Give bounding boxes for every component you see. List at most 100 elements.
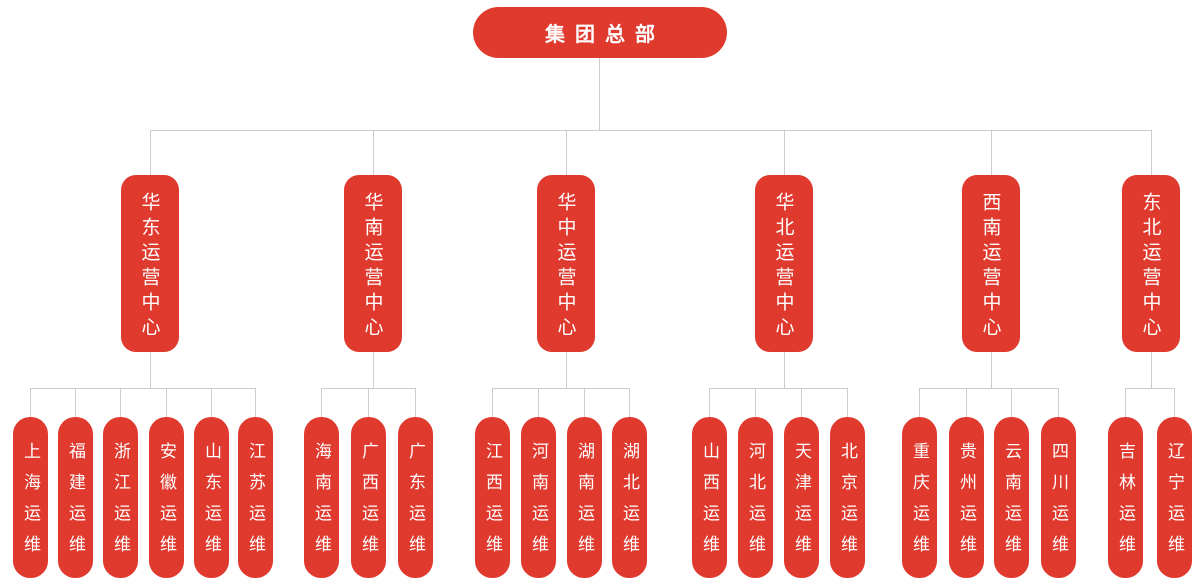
- region-branch: 华东运营中心: [121, 130, 179, 388]
- province-branch: 四川运维: [1041, 388, 1076, 578]
- province-branch: 湖北运维: [612, 388, 647, 578]
- province-node[interactable]: 河北运维: [738, 417, 773, 578]
- province-branch: 江苏运维: [238, 388, 273, 578]
- province-node[interactable]: 上海运维: [13, 417, 48, 578]
- connector-drop: [166, 388, 167, 417]
- region-branch: 华北运营中心: [755, 130, 813, 388]
- province-node[interactable]: 辽宁运维: [1157, 417, 1192, 578]
- province-branch: 吉林运维: [1108, 388, 1143, 578]
- connector-drop: [847, 388, 848, 417]
- connector-drop: [709, 388, 710, 417]
- province-node[interactable]: 福建运维: [58, 417, 93, 578]
- province-node[interactable]: 安徽运维: [149, 417, 184, 578]
- province-node[interactable]: 海南运维: [304, 417, 339, 578]
- province-branch: 浙江运维: [103, 388, 138, 578]
- province-branch: 海南运维: [304, 388, 339, 578]
- region-node[interactable]: 东北运营中心: [1122, 175, 1180, 352]
- connector-drop: [120, 388, 121, 417]
- connector-drop: [1011, 388, 1012, 417]
- connector-group-rail: [30, 388, 256, 389]
- province-branch: 云南运维: [994, 388, 1029, 578]
- province-branch: 河南运维: [521, 388, 556, 578]
- province-branch: 重庆运维: [902, 388, 937, 578]
- connector-group-rail: [492, 388, 630, 389]
- province-branch: 山西运维: [692, 388, 727, 578]
- connector-group-rail: [919, 388, 1059, 389]
- province-branch: 福建运维: [58, 388, 93, 578]
- region-branch: 华南运营中心: [344, 130, 402, 388]
- connector-drop: [1174, 388, 1175, 417]
- connector-drop: [565, 130, 567, 175]
- province-branch: 安徽运维: [149, 388, 184, 578]
- connector-stem: [783, 352, 785, 388]
- connector-drop: [755, 388, 756, 417]
- province-branch: 山东运维: [194, 388, 229, 578]
- province-node[interactable]: 江西运维: [475, 417, 510, 578]
- connector-stem: [1150, 352, 1152, 388]
- connector-drop: [990, 130, 992, 175]
- province-node[interactable]: 贵州运维: [949, 417, 984, 578]
- connector-drop: [149, 130, 151, 175]
- connector-drop: [966, 388, 967, 417]
- province-node[interactable]: 云南运维: [994, 417, 1029, 578]
- province-node[interactable]: 天津运维: [784, 417, 819, 578]
- connector-root-stem: [599, 58, 600, 130]
- connector-stem: [990, 352, 992, 388]
- region-node[interactable]: 华南运营中心: [344, 175, 402, 352]
- connector-drop: [801, 388, 802, 417]
- province-node[interactable]: 广西运维: [351, 417, 386, 578]
- connector-drop: [415, 388, 416, 417]
- connector-drop: [255, 388, 256, 417]
- province-node[interactable]: 山西运维: [692, 417, 727, 578]
- connector-top-rail: [150, 130, 1151, 131]
- province-branch: 北京运维: [830, 388, 865, 578]
- region-branch: 西南运营中心: [962, 130, 1020, 388]
- province-node[interactable]: 北京运维: [830, 417, 865, 578]
- province-branch: 广东运维: [398, 388, 433, 578]
- connector-drop: [211, 388, 212, 417]
- connector-drop: [783, 130, 785, 175]
- connector-drop: [1150, 130, 1152, 175]
- province-node[interactable]: 广东运维: [398, 417, 433, 578]
- connector-drop: [1058, 388, 1059, 417]
- province-node[interactable]: 湖南运维: [567, 417, 602, 578]
- connector-stem: [149, 352, 151, 388]
- province-node[interactable]: 浙江运维: [103, 417, 138, 578]
- province-branch: 广西运维: [351, 388, 386, 578]
- province-branch: 江西运维: [475, 388, 510, 578]
- province-branch: 辽宁运维: [1157, 388, 1192, 578]
- province-branch: 天津运维: [784, 388, 819, 578]
- root-node[interactable]: 集团总部: [473, 7, 727, 58]
- region-node[interactable]: 西南运营中心: [962, 175, 1020, 352]
- connector-drop: [919, 388, 920, 417]
- province-node[interactable]: 四川运维: [1041, 417, 1076, 578]
- province-node[interactable]: 重庆运维: [902, 417, 937, 578]
- province-branch: 上海运维: [13, 388, 48, 578]
- connector-drop: [1125, 388, 1126, 417]
- connector-drop: [368, 388, 369, 417]
- connector-drop: [372, 130, 374, 175]
- province-node[interactable]: 吉林运维: [1108, 417, 1143, 578]
- connector-drop: [75, 388, 76, 417]
- province-branch: 湖南运维: [567, 388, 602, 578]
- province-node[interactable]: 河南运维: [521, 417, 556, 578]
- province-branch: 河北运维: [738, 388, 773, 578]
- connector-drop: [629, 388, 630, 417]
- region-node[interactable]: 华中运营中心: [537, 175, 595, 352]
- connector-stem: [372, 352, 374, 388]
- province-node[interactable]: 江苏运维: [238, 417, 273, 578]
- connector-group-rail: [709, 388, 848, 389]
- region-branch: 东北运营中心: [1122, 130, 1180, 388]
- connector-group-rail: [1125, 388, 1175, 389]
- connector-drop: [321, 388, 322, 417]
- region-node[interactable]: 华东运营中心: [121, 175, 179, 352]
- connector-stem: [565, 352, 567, 388]
- province-branch: 贵州运维: [949, 388, 984, 578]
- connector-drop: [538, 388, 539, 417]
- connector-drop: [30, 388, 31, 417]
- region-branch: 华中运营中心: [537, 130, 595, 388]
- region-node[interactable]: 华北运营中心: [755, 175, 813, 352]
- province-node[interactable]: 山东运维: [194, 417, 229, 578]
- connector-drop: [492, 388, 493, 417]
- province-node[interactable]: 湖北运维: [612, 417, 647, 578]
